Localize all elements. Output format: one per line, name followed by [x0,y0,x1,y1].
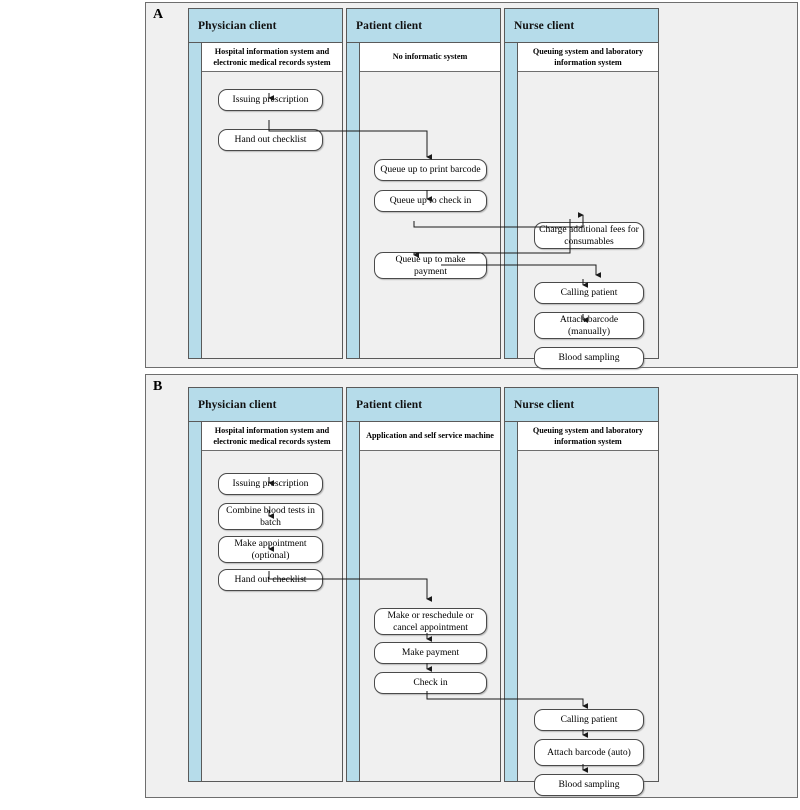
lane-subtitle-nurse-a: Queuing system and laboratory informatio… [518,43,658,72]
lane-physician-b: Physician client Hospital information sy… [188,387,343,782]
lane-canvas-patient-a: Queue up to print barcode Queue up to ch… [360,72,500,387]
node-check-in[interactable]: Check in [374,672,487,694]
lane-nurse-b: Nurse client Queuing system and laborato… [504,387,659,796]
node-issuing-prescription[interactable]: Issuing prescription [218,89,323,111]
lane-strip-physician-b [189,422,202,781]
node-calling-patient-a[interactable]: Calling patient [534,282,644,304]
lane-strip-physician-a [189,43,202,358]
lane-patient-a: Patient client No informatic system Queu… [346,8,501,359]
lane-title-patient-a: Patient client [346,8,501,42]
lane-title-nurse-a: Nurse client [504,8,659,42]
node-make-appointment-optional[interactable]: Make appointment (optional) [218,536,323,563]
lane-canvas-physician-a: Issuing prescription Hand out checklist [202,72,342,387]
node-attach-barcode-manually[interactable]: Attach barcode (manually) [534,312,644,339]
node-blood-sampling-a[interactable]: Blood sampling [534,347,644,369]
lane-subtitle-patient-a: No informatic system [360,43,500,72]
lane-title-patient-b: Patient client [346,387,501,421]
node-queue-print-barcode[interactable]: Queue up to print barcode [374,159,487,181]
node-calling-patient-b[interactable]: Calling patient [534,709,644,731]
lane-subtitle-physician-a: Hospital information system and electron… [202,43,342,72]
lane-strip-nurse-b [505,422,518,781]
lane-canvas-patient-b: Make or reschedule or cancel appointment… [360,451,500,810]
node-queue-check-in[interactable]: Queue up to check in [374,190,487,212]
lane-canvas-physician-b: Issuing prescription Combine blood tests… [202,451,342,810]
node-make-payment[interactable]: Make payment [374,642,487,664]
lane-patient-b: Patient client Application and self serv… [346,387,501,782]
lane-nurse-a: Nurse client Queuing system and laborato… [504,8,659,369]
lane-title-physician-b: Physician client [188,387,343,421]
node-attach-barcode-auto[interactable]: Attach barcode (auto) [534,739,644,766]
node-combine-blood-tests[interactable]: Combine blood tests in batch [218,503,323,530]
node-hand-out-checklist[interactable]: Hand out checklist [218,129,323,151]
panel-a: A Physician client Hospital information … [145,2,798,369]
panel-b: B Physician client Hospital information … [145,374,798,798]
node-charge-additional-fees[interactable]: Charge additional fees for consumables [534,222,644,249]
node-hand-out-checklist-b[interactable]: Hand out checklist [218,569,323,591]
lane-subtitle-nurse-b: Queuing system and laboratory informatio… [518,422,658,451]
lane-canvas-nurse-a: Charge additional fees for consumables C… [518,72,658,387]
lane-subtitle-physician-b: Hospital information system and electron… [202,422,342,451]
node-make-reschedule-cancel-appointment[interactable]: Make or reschedule or cancel appointment [374,608,487,635]
panel-b-label: B [153,379,163,394]
lane-canvas-nurse-b: Calling patient Attach barcode (auto) Bl… [518,451,658,810]
lane-physician-a: Physician client Hospital information sy… [188,8,343,359]
node-queue-make-payment[interactable]: Queue up to make payment [374,252,487,279]
node-issuing-prescription-b[interactable]: Issuing prescription [218,473,323,495]
panel-a-label: A [153,7,164,22]
lane-subtitle-patient-b: Application and self service machine [360,422,500,451]
lane-strip-patient-b [347,422,360,781]
node-blood-sampling-b[interactable]: Blood sampling [534,774,644,796]
lane-strip-patient-a [347,43,360,358]
lane-title-physician-a: Physician client [188,8,343,42]
lane-title-nurse-b: Nurse client [504,387,659,421]
lane-strip-nurse-a [505,43,518,358]
